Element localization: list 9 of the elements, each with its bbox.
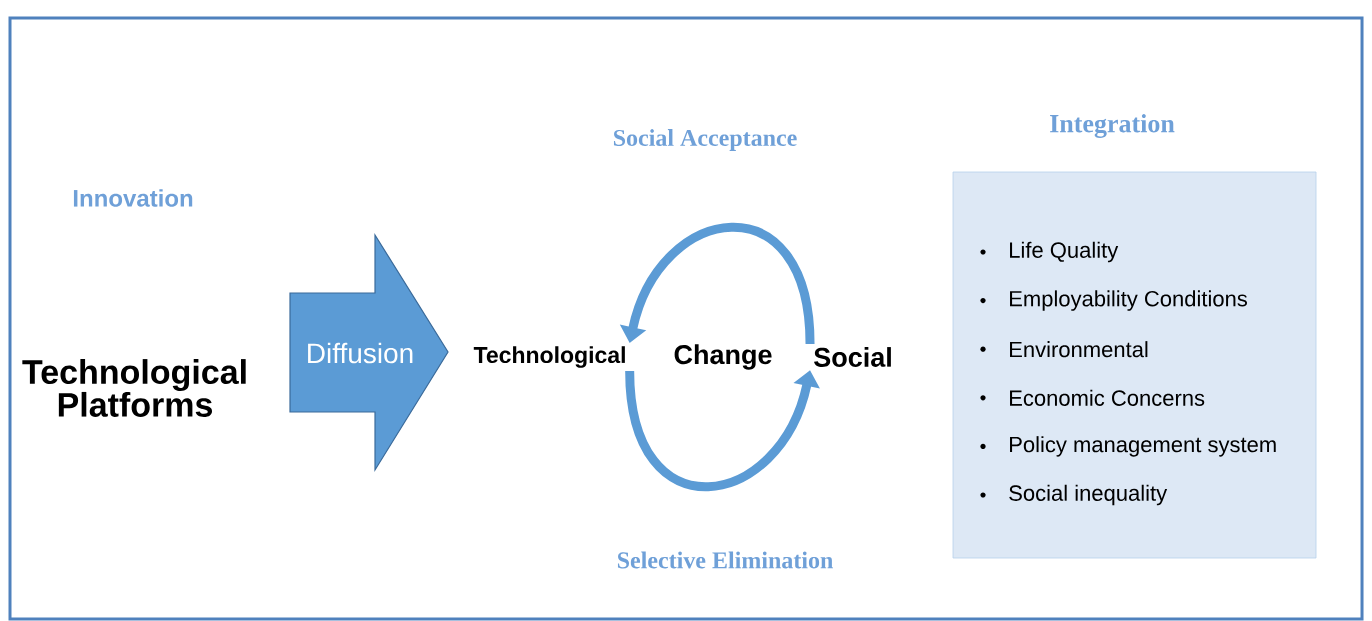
cycle-label: Change — [674, 344, 772, 370]
list-panel: Integration Life Quality Employability Conditions Environmental Economic Concerns Policy management system Social inequality — [952, 114, 1317, 559]
cycle-label: Technological — [473, 346, 625, 368]
node-label: Integration — [1050, 114, 1175, 138]
edge-label: Selective Elimination — [614, 549, 836, 571]
edge-label: Social Acceptance — [610, 127, 800, 153]
heading-label: Innovation — [73, 189, 193, 207]
cycle-label: Social — [814, 347, 891, 367]
title-text: Technological Platforms — [22, 359, 246, 417]
